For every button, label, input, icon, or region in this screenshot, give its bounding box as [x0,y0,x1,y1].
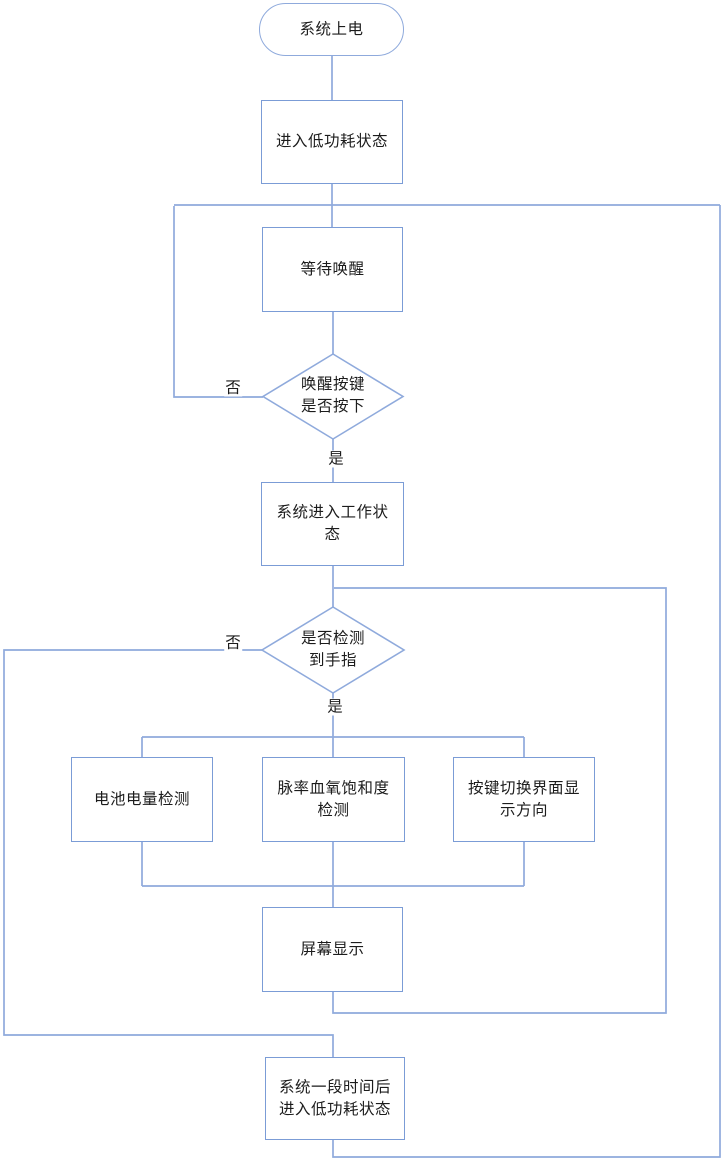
node-timeout-low-power: 系统一段时间后 进入低功耗状态 [265,1057,405,1140]
node-enter-work-state: 系统进入工作状 态 [261,482,404,566]
decision-wakeup-key-shape [261,353,405,440]
node-spo2-check: 脉率血氧饱和度 检测 [262,757,405,842]
node-battery-check: 电池电量检测 [71,757,213,842]
decision-finger-label: 是否检测 到手指 [300,630,365,669]
edge-screen-loop-back [332,587,667,1014]
edge-label-finger-no: 否 [224,634,242,652]
node-enter-low-power: 进入低功耗状态 [261,100,403,184]
edge-label-wakeup-yes: 是 [327,450,345,468]
edge-label-wakeup-no: 否 [224,379,242,397]
node-screen-display: 屏幕显示 [262,907,403,992]
edge-wakeup-no-loop [173,206,263,398]
decision-wakeup-key-label: 唤醒按键 是否按下 [300,376,365,415]
node-key-switch-display: 按键切换界面显 示方向 [453,757,595,842]
decision-finger-shape [260,606,406,694]
node-power-on: 系统上电 [259,3,404,56]
node-wait-wakeup: 等待唤醒 [262,227,403,312]
edge-label-finger-yes: 是 [326,698,344,716]
edge-timeout-loop-back [332,205,721,1158]
edge-finger-no-loop [3,649,334,1058]
